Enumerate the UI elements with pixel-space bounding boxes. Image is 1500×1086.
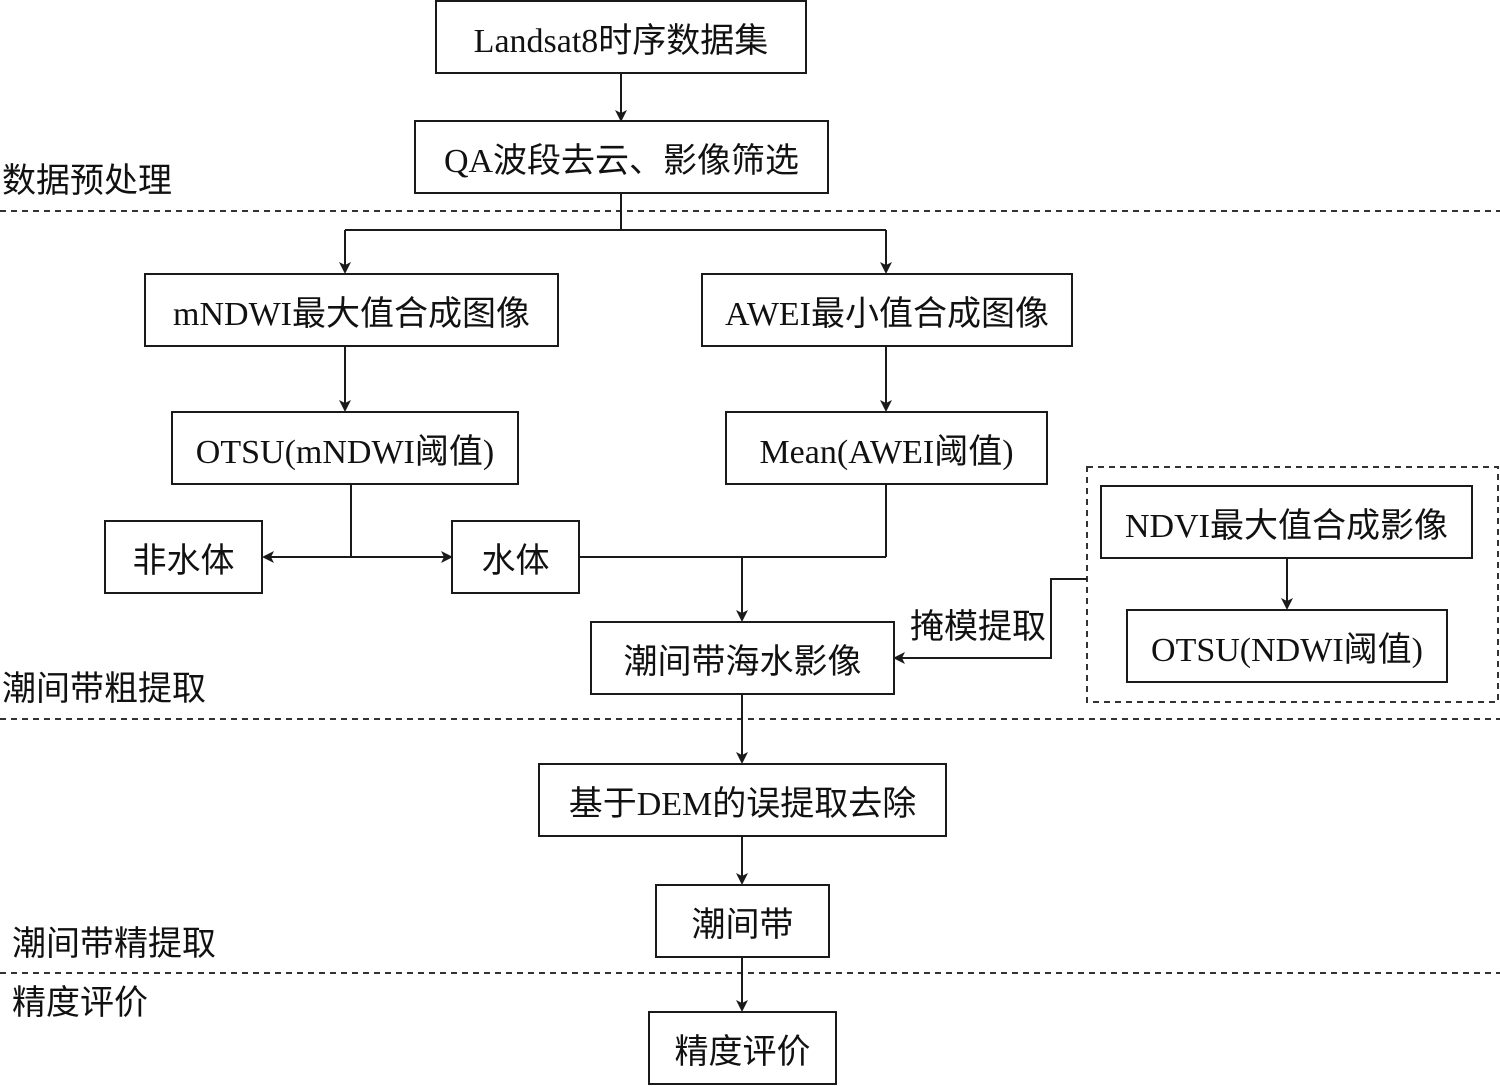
node-intertidal: 潮间带 (655, 884, 830, 958)
section-label-evaluation: 精度评价 (12, 985, 148, 1022)
section-label-preprocess: 数据预处理 (2, 163, 172, 200)
section-label-coarse: 潮间带粗提取 (2, 671, 206, 708)
node-ndvi: NDVI最大值合成影像 (1100, 485, 1473, 559)
node-dem: 基于DEM的误提取去除 (538, 763, 947, 837)
node-otsu-mndwi: OTSU(mNDWI阈值) (171, 411, 519, 485)
node-mndwi: mNDWI最大值合成图像 (144, 273, 559, 347)
arrow-mask (893, 578, 1087, 664)
node-seawater: 潮间带海水影像 (590, 621, 895, 695)
ndvi-group-border (1086, 466, 1499, 703)
node-nonwater: 非水体 (104, 520, 263, 594)
node-otsu-ndwi: OTSU(NDWI阈值) (1126, 609, 1448, 683)
node-awei: AWEI最小值合成图像 (701, 273, 1073, 347)
node-mean-awei: Mean(AWEI阈值) (725, 411, 1048, 485)
node-water: 水体 (451, 520, 580, 594)
node-accuracy: 精度评价 (648, 1011, 837, 1085)
section-label-fine: 潮间带精提取 (12, 926, 216, 963)
node-landsat: Landsat8时序数据集 (435, 0, 807, 74)
edge-label-mask: 掩模提取 (910, 609, 1046, 646)
node-qa: QA波段去云、影像筛选 (414, 120, 829, 194)
